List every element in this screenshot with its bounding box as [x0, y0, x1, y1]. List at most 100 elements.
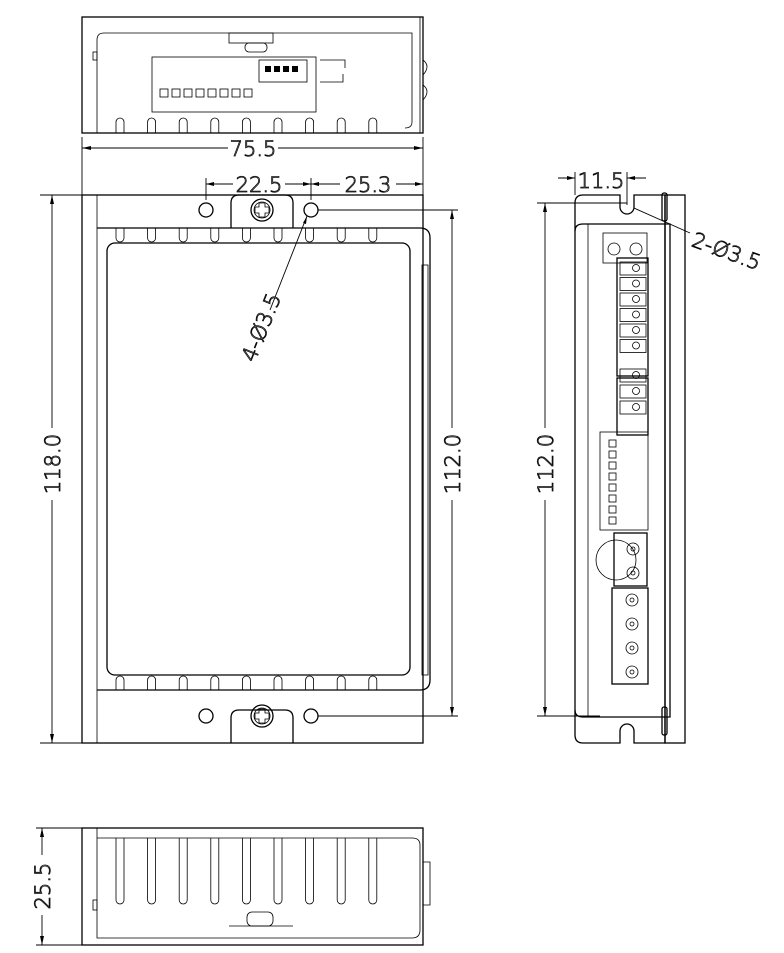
dip-switch: [608, 472, 617, 481]
motor-terminal: [625, 665, 639, 679]
terminal: [619, 400, 647, 415]
vent-tab: [115, 228, 125, 243]
bottom-view-outline: [81, 827, 424, 946]
vent-tab: [336, 228, 346, 243]
mount-hole: [303, 202, 319, 218]
front-view-outline: [81, 194, 424, 744]
front-view-bottom-mount: [230, 709, 294, 743]
pin: [231, 88, 241, 98]
vent-tab: [210, 117, 220, 133]
vent-tab: [242, 228, 251, 243]
callout-front-holes: 4-Ø3.5: [237, 215, 308, 365]
dip-switch: [608, 439, 617, 448]
dip-switch: [608, 516, 617, 525]
callout-side-holes: 2-Ø3.5: [633, 207, 764, 275]
vent-tab: [368, 228, 378, 243]
vent-tab: [273, 675, 283, 690]
vent-tab: [178, 228, 188, 243]
vent-slot: [242, 838, 251, 905]
terminal: [619, 323, 647, 338]
dim-overall-height: 118.0: [40, 194, 82, 744]
dim-overall-width: 75.5: [81, 137, 424, 195]
dip-switch-positions: [608, 439, 617, 525]
front-view-label-panel: [106, 242, 411, 676]
dim-hole-pitch-front-label: 112.0: [441, 434, 465, 494]
side-view-cutout: [595, 539, 637, 581]
dim-hole-spacing-left-label: 22.5: [236, 173, 283, 197]
top-view-pin-row: [159, 88, 253, 98]
dim-side-slot-offset-label: 11.5: [578, 169, 625, 193]
vent-tab: [147, 117, 156, 133]
top-view-latch: [320, 59, 346, 83]
side-view-led-block: [602, 232, 648, 264]
terminal: [619, 308, 647, 322]
top-view-outline: [81, 16, 424, 134]
dip-switch: [608, 461, 617, 470]
dim-depth: 25.5: [31, 827, 82, 946]
vent-slot: [147, 838, 156, 905]
header-pin: [283, 66, 289, 72]
motor-terminal-screw: [629, 597, 635, 603]
dip-switch-block: [599, 431, 649, 531]
front-view-side-rail: [421, 264, 429, 676]
motor-terminal: [625, 617, 639, 631]
dim-overall-height-label: 118.0: [41, 434, 65, 494]
vent-tab: [368, 117, 378, 133]
side-view-grommet: [661, 706, 668, 736]
front-view: [81, 194, 431, 744]
vent-slot: [336, 838, 346, 905]
vent-tab: [178, 117, 188, 133]
mount-hole: [198, 708, 214, 724]
vent-tab: [242, 675, 251, 690]
pin: [219, 88, 229, 98]
dip-switch: [608, 483, 617, 492]
mount-hole: [303, 708, 319, 724]
side-view-body: [574, 223, 671, 718]
front-view-cover: [97, 227, 431, 691]
vent-tab: [210, 228, 220, 243]
terminal-screw: [632, 326, 640, 334]
side-view-heatsink: [664, 194, 686, 744]
vent-slot: [210, 838, 220, 905]
signal-connector-2: [616, 377, 649, 436]
motor-terminal-screw: [629, 669, 635, 675]
vent-slot: [368, 838, 378, 905]
motor-terminal-screw: [629, 621, 635, 627]
motor-connector: [611, 587, 649, 685]
vent-tab: [336, 117, 346, 133]
dip-switch: [608, 505, 617, 514]
pin: [243, 88, 253, 98]
dim-side-slot-offset: 11.5: [558, 169, 646, 205]
top-view-header: [258, 59, 308, 83]
front-view-vent-tabs-top: [115, 228, 378, 243]
vent-tab: [305, 675, 314, 690]
vent-tab: [273, 228, 283, 243]
terminal-screw: [632, 341, 640, 350]
terminal: [619, 384, 647, 399]
pin: [183, 88, 193, 98]
bottom-view-side-clip: [423, 861, 431, 906]
vent-tab: [115, 117, 125, 133]
pin: [171, 88, 181, 98]
terminal: [619, 339, 647, 353]
top-view-screw-boss: [228, 32, 274, 44]
vent-slot: [178, 838, 188, 905]
vent-tab: [147, 675, 156, 690]
pin: [195, 88, 205, 98]
vent-tab: [178, 675, 188, 690]
terminal-screw: [632, 403, 640, 411]
terminal-screw: [632, 295, 640, 303]
motor-terminal: [625, 641, 639, 655]
top-view-connector-block: [151, 56, 317, 113]
front-view-vent-tabs-bottom: [115, 675, 378, 690]
terminal-screw: [632, 279, 640, 288]
vent-tab: [368, 675, 378, 690]
vent-tab: [210, 675, 220, 690]
vent-tab: [147, 228, 156, 243]
vent-tab: [273, 117, 283, 133]
power-connector: [613, 532, 648, 587]
vent-tab: [242, 117, 251, 133]
bottom-view: [81, 827, 431, 946]
dim-hole-pitch-side-label: 112.0: [534, 434, 558, 494]
